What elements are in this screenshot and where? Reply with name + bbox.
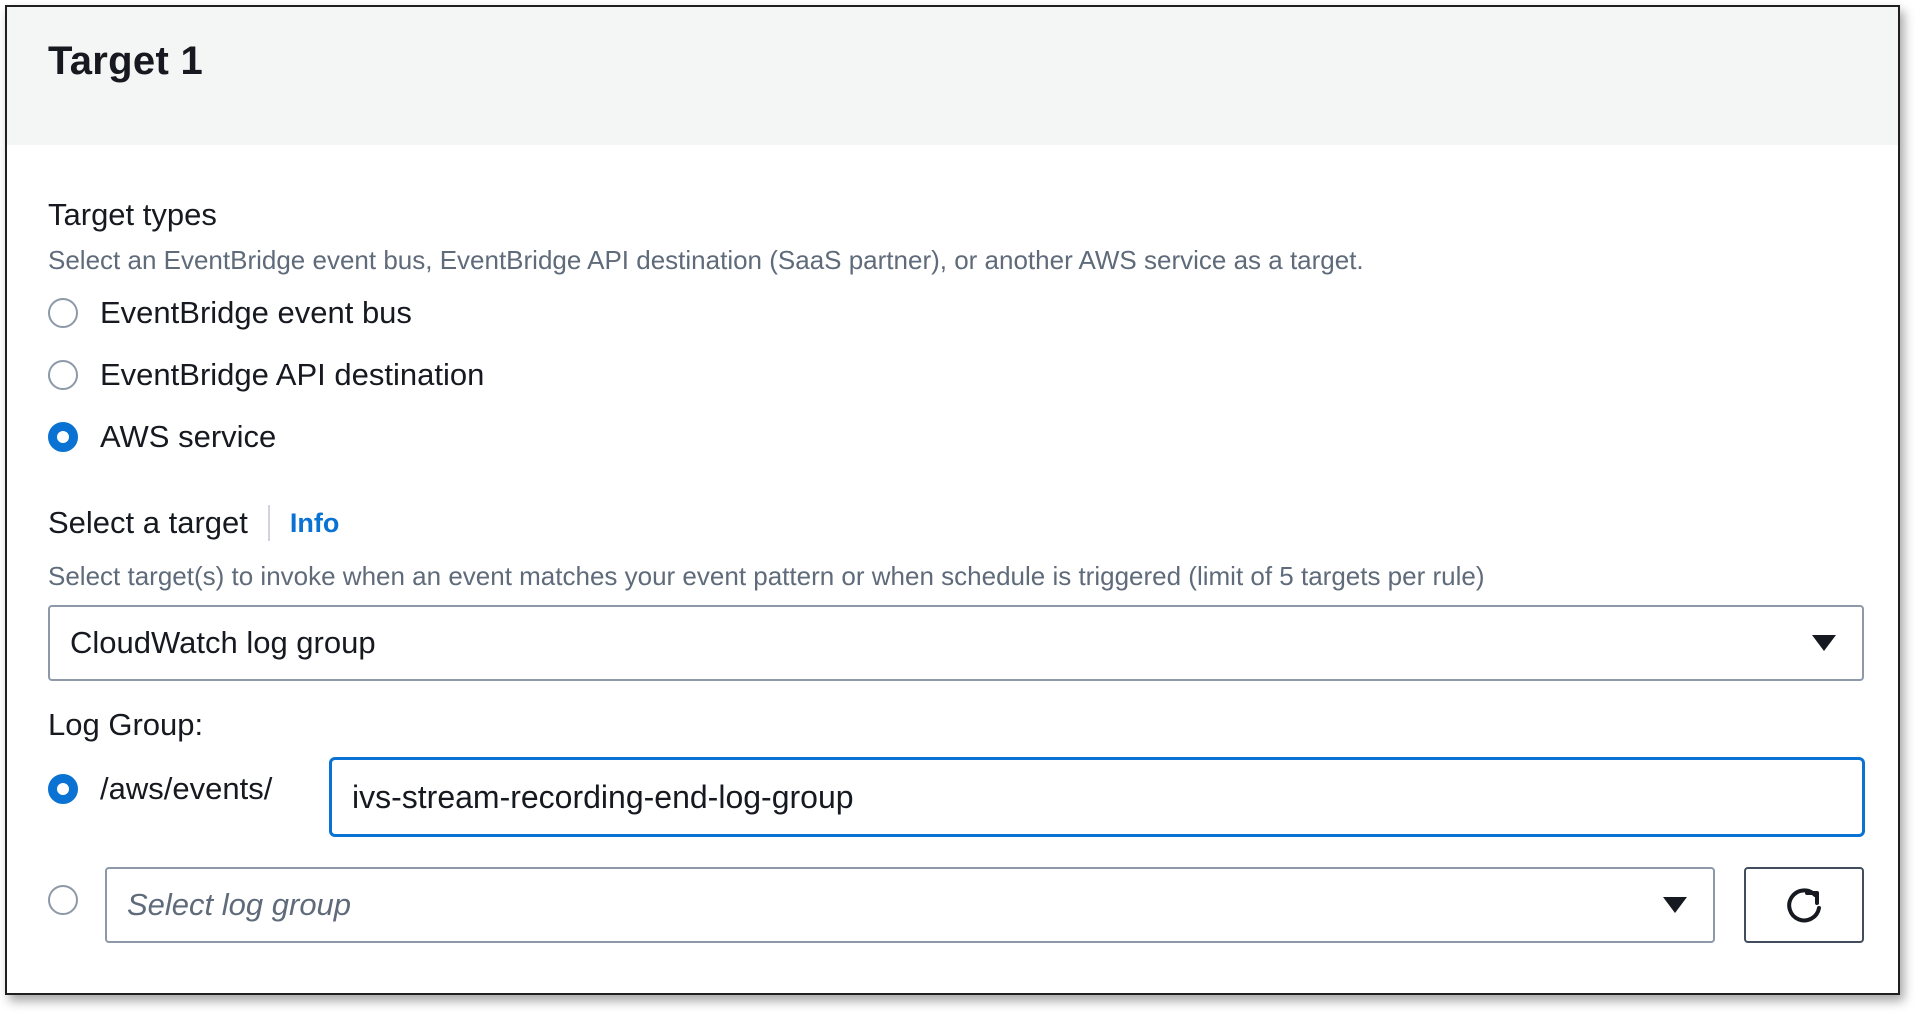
target-panel: Target 1 Target types Select an EventBri… [5,5,1900,995]
select-target-heading: Select a target Info [48,505,339,541]
radio-option-aws-service[interactable]: AWS service [48,419,276,455]
target-select-value: CloudWatch log group [70,625,376,660]
new-log-group-option[interactable]: /aws/events/ [48,771,272,807]
radio-button-api-destination[interactable] [48,360,78,390]
radio-option-event-bus[interactable]: EventBridge event bus [48,295,412,331]
log-group-prefix: /aws/events/ [100,771,273,806]
log-group-name-value: ivs-stream-recording-end-log-group [352,778,854,815]
radio-button-aws-service[interactable] [48,422,78,452]
radio-label-api-destination: EventBridge API destination [100,357,485,392]
log-group-select-placeholder: Select log group [127,887,352,922]
refresh-icon [1787,888,1821,923]
caret-down-icon [1663,897,1687,913]
refresh-button[interactable] [1744,867,1864,943]
select-target-label: Select a target [48,505,248,540]
radio-option-api-destination[interactable]: EventBridge API destination [48,357,484,393]
select-target-description: Select target(s) to invoke when an event… [48,561,1485,591]
panel-header: Target 1 [7,7,1898,145]
target-types-description: Select an EventBridge event bus, EventBr… [48,245,1364,275]
log-group-name-input[interactable]: ivs-stream-recording-end-log-group [329,757,1865,837]
log-group-select-dropdown[interactable]: Select log group [105,867,1715,943]
radio-button-existing-log-group[interactable] [48,885,78,915]
radio-label-aws-service: AWS service [100,419,277,454]
target-types-label: Target types [48,197,217,232]
panel-title: Target 1 [48,39,204,83]
info-link[interactable]: Info [289,507,340,538]
caret-down-icon [1812,635,1836,651]
log-group-label: Log Group: [48,707,204,742]
existing-log-group-option[interactable] [48,885,78,920]
radio-button-event-bus[interactable] [48,298,78,328]
radio-label-event-bus: EventBridge event bus [100,295,412,330]
heading-divider [267,505,270,541]
target-select-dropdown[interactable]: CloudWatch log group [48,605,1864,681]
radio-button-new-log-group[interactable] [48,774,78,804]
